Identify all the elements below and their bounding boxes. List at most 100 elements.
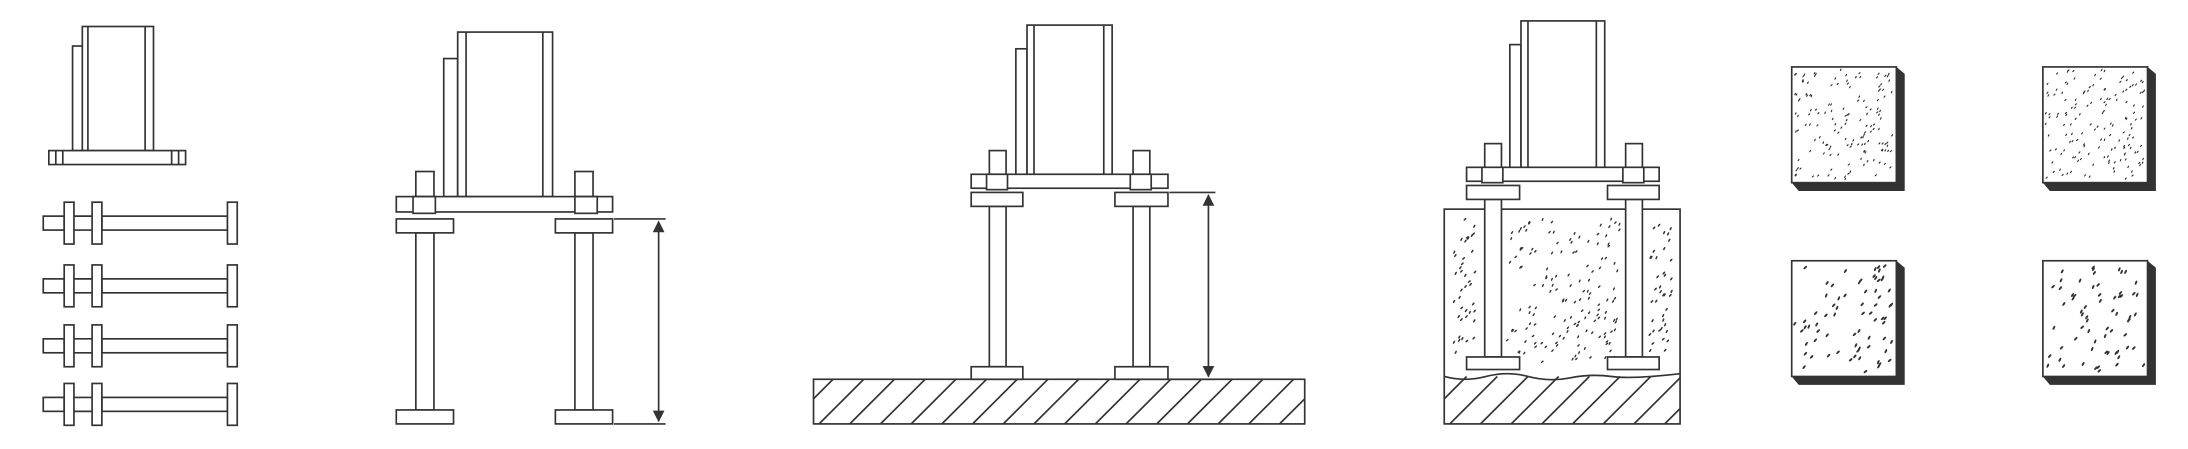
- aggregate-speck: [1814, 311, 1818, 315]
- aggregate-speck: [1870, 125, 1873, 128]
- aggregate-speck: [1508, 260, 1512, 264]
- aggregate-speck: [1848, 358, 1853, 362]
- column-body: [81, 25, 155, 152]
- aggregate-speck: [1852, 139, 1855, 142]
- aggregate-speck: [1803, 351, 1808, 356]
- aggregate-speck: [2107, 155, 2109, 158]
- aggregate-speck: [2059, 168, 2061, 171]
- aggregate-speck: [2092, 83, 2095, 87]
- aggregate-speck: [1801, 79, 1804, 82]
- aggregate-speck: [1505, 338, 1509, 342]
- aggregate-speck: [1854, 343, 1858, 348]
- base-plate: [48, 149, 187, 166]
- bolt-washer: [91, 201, 103, 245]
- aggregate-speck: [1549, 289, 1552, 293]
- aggregate-speck: [1664, 323, 1667, 327]
- aggregate-speck: [2048, 113, 2051, 116]
- aggregate-speck: [1464, 273, 1467, 278]
- aggregate-speck: [1830, 109, 1833, 113]
- aggregate-speck: [1460, 288, 1463, 292]
- aggregate-speck: [1576, 324, 1579, 327]
- aggregate-speck: [2098, 146, 2100, 149]
- aggregate-speck: [2113, 161, 2116, 164]
- aggregate-speck: [1561, 298, 1565, 302]
- aggregate-speck: [1882, 336, 1887, 341]
- aggregate-speck: [1877, 89, 1881, 92]
- bolt-end: [42, 338, 66, 354]
- aggregate-speck: [2066, 172, 2069, 175]
- aggregate-speck: [1795, 93, 1798, 96]
- aggregate-speck: [1888, 303, 1892, 308]
- aggregate-speck: [1890, 339, 1893, 344]
- aggregate-speck: [2093, 339, 2097, 344]
- hatch-line: [941, 379, 988, 424]
- aggregate-speck: [1655, 256, 1658, 260]
- bolt-shaft: [101, 338, 229, 354]
- aggregate-speck: [1889, 150, 1893, 153]
- aggregate-speck: [1850, 142, 1853, 146]
- aggregate-speck: [2130, 122, 2132, 126]
- aggregate-speck: [1845, 73, 1848, 77]
- aggregate-speck: [2108, 159, 2111, 162]
- aggregate-speck: [1585, 329, 1588, 333]
- aggregate-speck: [1844, 114, 1847, 117]
- aggregate-speck: [1597, 285, 1601, 288]
- aggregate-speck: [2081, 132, 2084, 135]
- aggregate-speck: [1600, 257, 1604, 261]
- hatch-line: [1572, 375, 1621, 424]
- aggregate-speck: [1868, 311, 1873, 315]
- bolt-nut: [63, 264, 75, 308]
- aggregate-speck: [1855, 75, 1857, 79]
- aggregate-speck: [2125, 117, 2128, 121]
- aggregate-speck: [2135, 292, 2139, 298]
- hatch-line: [1633, 376, 1681, 424]
- column-base-and-anchor-bolts-figure: [42, 25, 239, 427]
- hatch-line: [972, 379, 1018, 424]
- aggregate-speck: [2046, 91, 2049, 94]
- aggregate-speck: [1869, 108, 1872, 111]
- aggregate-speck: [1469, 282, 1472, 286]
- aggregate-speck: [1879, 109, 1882, 113]
- aggregate-speck: [1662, 271, 1666, 275]
- aggregate-speck: [1809, 355, 1814, 359]
- aggregate-speck: [1794, 174, 1797, 177]
- aggregate-speck: [1452, 340, 1456, 344]
- aggregate-speck: [1837, 153, 1840, 156]
- aggregate-speck: [2130, 126, 2133, 130]
- aggregate-speck: [1878, 142, 1881, 145]
- aggregate-speck: [2062, 364, 2066, 369]
- nut: [574, 195, 599, 215]
- aggregate-speck: [1886, 141, 1889, 144]
- aggregate-speck: [1874, 174, 1877, 177]
- aggregate-speck: [1650, 300, 1654, 303]
- aggregate-speck: [2078, 278, 2082, 283]
- aggregate-speck: [1558, 334, 1562, 338]
- aggregate-speck: [2127, 165, 2130, 169]
- aggregate-speck: [1886, 144, 1889, 148]
- aggregate-speck: [1551, 283, 1554, 287]
- aggregate-speck: [2047, 94, 2050, 97]
- hatch-line: [1186, 379, 1233, 424]
- aggregate-speck: [1540, 341, 1544, 345]
- aggregate-speck: [1799, 167, 1802, 170]
- aggregate-speck: [1464, 239, 1467, 243]
- aggregate-speck: [1865, 124, 1868, 127]
- aggregate-speck: [1839, 68, 1842, 72]
- aggregate-speck: [1866, 160, 1869, 163]
- aggregate-speck: [2087, 89, 2089, 93]
- hatch-line: [1341, 379, 1386, 424]
- column-on-leveling-bolts-figure: [395, 31, 666, 425]
- aggregate-speck: [1876, 98, 1879, 102]
- aggregate-speck: [1891, 134, 1894, 137]
- bolt-foot: [1606, 356, 1660, 371]
- bolt-head: [226, 382, 239, 427]
- concrete-footing: [1443, 208, 1681, 425]
- column-body: [456, 31, 554, 198]
- aggregate-speck: [1849, 145, 1852, 148]
- aggregate-speck: [2129, 146, 2132, 150]
- concrete-sample-block: [1790, 66, 1905, 192]
- aggregate-speck: [1604, 316, 1606, 320]
- aggregate-speck: [2131, 174, 2134, 177]
- aggregate-speck: [1573, 231, 1576, 236]
- aggregate-speck: [2047, 134, 2050, 137]
